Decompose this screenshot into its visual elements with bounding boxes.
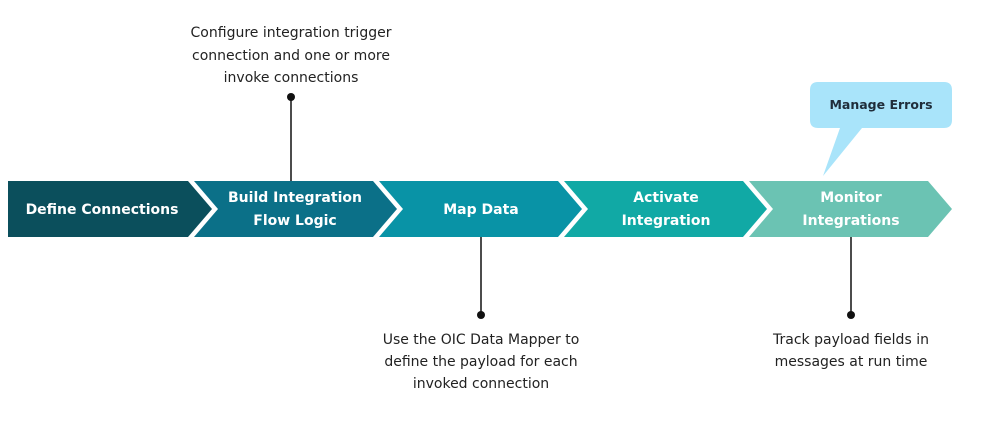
- note-monitor: Track payload fields in messages at run …: [772, 237, 929, 370]
- step-activate-integration-shape: [564, 181, 767, 237]
- note-map-data-line3: invoked connection: [413, 376, 549, 392]
- note-configure-line3: invoke connections: [224, 70, 359, 86]
- process-flow: [8, 181, 952, 237]
- note-monitor-line2: messages at run time: [775, 354, 928, 370]
- step-build-integration-shape: [194, 181, 397, 237]
- step-define-connections-shape: [8, 181, 212, 237]
- note-configure-line2: connection and one or more: [192, 48, 390, 64]
- step-monitor-integrations-shape: [749, 181, 952, 237]
- step-build-integration-label-line1: Build Integration: [228, 190, 362, 206]
- step-activate-integration-label-line1: Activate: [633, 190, 698, 206]
- note-monitor-dot: [847, 311, 855, 319]
- callout-manage-errors-label: Manage Errors: [829, 97, 932, 112]
- callout-manage-errors: Manage Errors: [810, 82, 952, 176]
- note-configure: Configure integration trigger connection…: [191, 25, 392, 181]
- note-map-data: Use the OIC Data Mapper to define the pa…: [383, 237, 580, 392]
- note-configure-line1: Configure integration trigger: [191, 25, 392, 41]
- note-map-data-line2: define the payload for each: [384, 354, 577, 370]
- step-map-data-shape: [379, 181, 582, 237]
- step-activate-integration-label-line2: Integration: [622, 213, 711, 229]
- note-monitor-line1: Track payload fields in: [772, 332, 929, 348]
- step-define-connections-label: Define Connections: [26, 202, 179, 218]
- callout-manage-errors-bubble: [810, 82, 952, 176]
- step-map-data-label: Map Data: [443, 202, 518, 218]
- note-map-data-line1: Use the OIC Data Mapper to: [383, 332, 580, 348]
- step-build-integration-label-line2: Flow Logic: [253, 213, 336, 229]
- step-monitor-integrations-label-line2: Integrations: [802, 213, 899, 229]
- step-monitor-integrations-label-line1: Monitor: [820, 190, 882, 206]
- note-map-data-dot: [477, 311, 485, 319]
